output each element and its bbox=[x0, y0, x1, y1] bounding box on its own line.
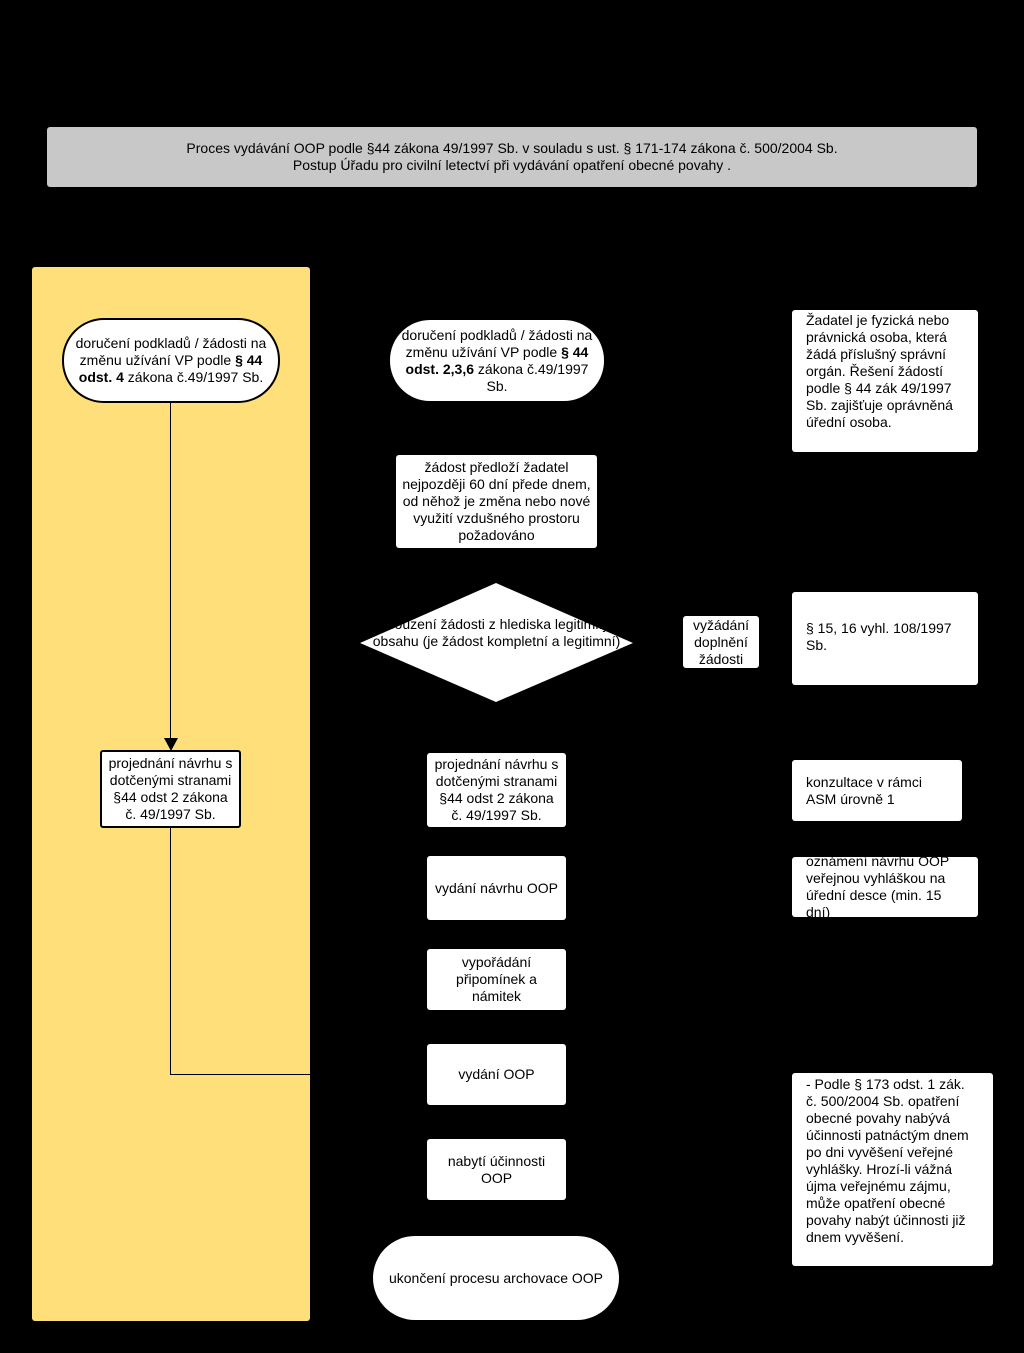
note-effectivity: - Podle § 173 odst. 1 zák. č. 500/2004 S… bbox=[792, 1073, 993, 1266]
connector-left-horizontal bbox=[170, 1074, 311, 1075]
arrow-head-left bbox=[164, 738, 178, 751]
note-applicant: Žadatel je fyzická nebo právnická osoba,… bbox=[792, 310, 978, 452]
left-start-post: zákona č.49/1997 Sb. bbox=[123, 369, 264, 385]
decision-diamond bbox=[360, 583, 633, 702]
left-negotiation-node: projednání návrhu s dotčenými stranami §… bbox=[100, 750, 241, 828]
left-start-node: doručení podkladů / žádosti na změnu uží… bbox=[62, 318, 280, 403]
center-start-pre: doručení podkladů / žádosti na změnu uží… bbox=[401, 326, 593, 360]
note-regulation: § 15, 16 vyhl. 108/1997 Sb. bbox=[792, 592, 978, 685]
title-line-1: Proces vydávání OOP podle §44 zákona 49/… bbox=[186, 140, 838, 156]
draft-issue-node: vydání návrhu OOP bbox=[427, 856, 566, 920]
issue-oop-node: vydání OOP bbox=[427, 1044, 566, 1105]
title-line-2: Postup Úřadu pro civilní letectví při vy… bbox=[292, 157, 732, 173]
note-consult: konzultace v rámci ASM úrovně 1 bbox=[792, 760, 962, 821]
center-start-node: doručení podkladů / žádosti na změnu uží… bbox=[390, 320, 604, 401]
connector-left-vertical-1 bbox=[170, 402, 171, 742]
decision-text: posouzení žádosti z hlediska legitimity … bbox=[371, 616, 622, 649]
center-start-post: zákona č.49/1997 Sb. bbox=[474, 360, 589, 394]
left-start-pre: doručení podkladů / žádosti na změnu uží… bbox=[75, 335, 267, 368]
request-more-node: vyžádání doplnění žádosti bbox=[683, 616, 759, 668]
diagram-title: Proces vydávání OOP podle §44 zákona 49/… bbox=[47, 127, 977, 187]
settle-comments-node: vypořádání připomínek a námitek bbox=[427, 949, 566, 1010]
deadline-node: žádost předloží žadatel nejpozději 60 dn… bbox=[396, 455, 597, 548]
note-announce: oznámení návrhu OOP veřejnou vyhláškou n… bbox=[792, 853, 978, 920]
end-node: ukončení procesu archovace OOP bbox=[373, 1236, 619, 1320]
effect-node: nabytí účinnosti OOP bbox=[427, 1139, 566, 1200]
center-negotiation-node: projednání návrhu s dotčenými stranami §… bbox=[427, 753, 566, 827]
connector-left-vertical-2 bbox=[170, 827, 171, 1075]
center-start-bold: § 44 odst. 2,3,6 bbox=[405, 343, 589, 377]
left-start-bold: § 44 odst. 4 bbox=[78, 352, 263, 385]
